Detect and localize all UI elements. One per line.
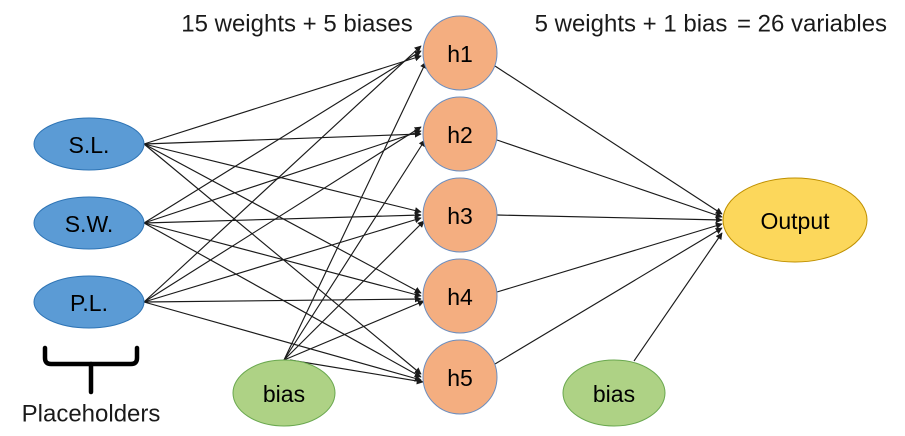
node-sl-label: S.L.: [69, 132, 110, 158]
node-bias-hidden[interactable]: bias: [232, 359, 336, 427]
node-pl-shape: [33, 275, 145, 329]
node-h2-label: h2: [447, 122, 473, 148]
node-h1-shape: [422, 15, 498, 91]
annotation-output-params: 5 weights + 1 bias: [535, 11, 728, 38]
node-bias-hidden-label: bias: [263, 381, 305, 407]
node-output[interactable]: Output: [722, 177, 868, 263]
node-h4-shape: [422, 258, 498, 334]
edge-h3-output: [496, 214, 723, 224]
bracket-curly: [42, 345, 140, 367]
node-sw-shape: [33, 196, 145, 250]
edges-bias-to-hidden: [283, 61, 427, 385]
node-h5[interactable]: h5: [422, 339, 498, 415]
edge-bias2-output: [633, 232, 723, 362]
node-h2-shape: [422, 96, 498, 172]
edge-pl-h3: [143, 216, 422, 303]
node-h3-label: h3: [447, 203, 473, 229]
edge-sw-h3: [143, 211, 422, 224]
node-pl-label: P.L.: [70, 290, 108, 316]
node-sl[interactable]: S.L.: [33, 117, 145, 171]
node-h5-shape: [422, 339, 498, 415]
hidden-layer: h1 h2 h3 h4 h5: [422, 15, 498, 415]
edge-bias1-h2: [283, 139, 426, 361]
edge-h2-output: [496, 139, 723, 219]
node-output-label: Output: [760, 208, 830, 234]
node-sl-shape: [33, 117, 145, 171]
node-h2[interactable]: h2: [422, 96, 498, 172]
node-pl[interactable]: P.L.: [33, 275, 145, 329]
node-sw[interactable]: S.W.: [33, 196, 145, 250]
edge-sw-h2: [143, 129, 422, 224]
edge-bias1-h3: [283, 220, 425, 361]
edge-sw-h1: [143, 50, 422, 224]
node-h4-label: h4: [447, 284, 473, 310]
edge-sl-h2: [143, 130, 422, 145]
edges-hidden-to-output: [494, 65, 723, 365]
edge-h4-output: [496, 222, 723, 293]
input-layer: S.L. S.W. P.L.: [33, 117, 145, 329]
edge-h1-output: [494, 65, 723, 215]
node-h1[interactable]: h1: [422, 15, 498, 91]
node-h3[interactable]: h3: [422, 177, 498, 253]
annotations: 15 weights + 5 biases 5 weights + 1 bias…: [22, 11, 887, 428]
node-sw-label: S.W.: [65, 211, 114, 237]
node-h4[interactable]: h4: [422, 258, 498, 334]
annotation-total-variables: = 26 variables: [737, 11, 887, 38]
edge-bias1-h5: [289, 359, 424, 385]
annotation-hidden-params: 15 weights + 5 biases: [181, 11, 412, 38]
edge-pl-h2: [143, 126, 422, 303]
edges-bias-to-output: [633, 232, 723, 362]
edge-bias1-h1: [283, 61, 427, 361]
node-bias-output-shape: [562, 359, 666, 427]
edges-input-to-hidden: [143, 45, 422, 382]
node-h3-shape: [422, 177, 498, 253]
edge-h5-output: [494, 227, 723, 365]
node-h5-label: h5: [447, 365, 473, 391]
node-output-shape: [722, 177, 868, 263]
node-bias-output[interactable]: bias: [562, 359, 666, 427]
node-bias-output-label: bias: [593, 381, 635, 407]
edge-pl-h4: [143, 295, 422, 303]
edge-bias1-h4: [283, 300, 425, 361]
annotation-placeholders: Placeholders: [22, 401, 161, 428]
edge-pl-h1: [143, 45, 422, 303]
node-bias-hidden-shape: [232, 359, 336, 427]
node-h1-label: h1: [447, 41, 473, 67]
edge-pl-h5: [143, 301, 422, 382]
placeholders-bracket: [42, 345, 140, 395]
edge-sl-h3: [143, 143, 422, 214]
edge-sl-h1: [143, 54, 422, 145]
